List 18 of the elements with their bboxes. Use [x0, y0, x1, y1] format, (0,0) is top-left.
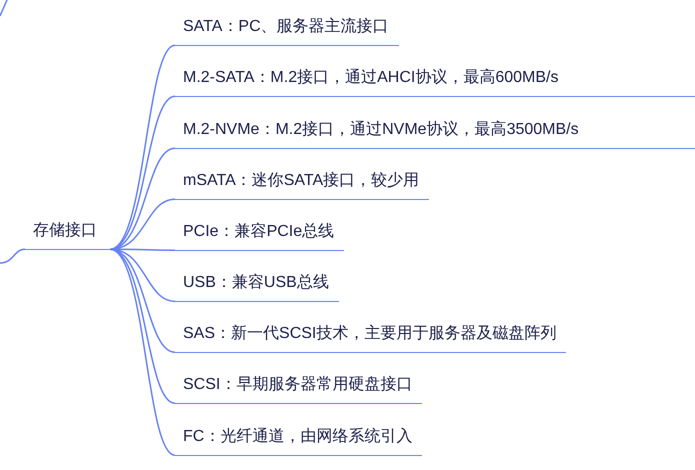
main-topic-label: 存储接口 [33, 220, 97, 240]
connector-line [110, 44, 176, 250]
subtopic-label: SCSI：早期服务器常用硬盘接口 [183, 374, 412, 394]
subtopic-label: mSATA：迷你SATA接口，较少用 [183, 170, 420, 190]
subtopic-label: SATA：PC、服务器主流接口 [183, 16, 389, 36]
connector-line [110, 96, 176, 250]
connector-line [0, 248, 26, 264]
connector-line [110, 148, 176, 250]
subtopic-label: FC：光纤通道，由网络系统引入 [183, 426, 412, 446]
subtopic-label: PCIe：兼容PCIe总线 [183, 222, 334, 242]
subtopic-label: USB：兼容USB总线 [183, 272, 329, 292]
connector-line [110, 248, 176, 404]
subtopic-label: SAS：新一代SCSI技术，主要用于服务器及磁盘阵列 [183, 324, 556, 344]
connector-line [110, 248, 176, 456]
connector-line [110, 248, 176, 353]
subtopic-label: M.2-NVMe：M.2接口，通过NVMe协议，最高3500MB/s [183, 120, 579, 140]
subtopic-label: M.2-SATA：M.2接口，通过AHCI协议，最高600MB/s [183, 68, 558, 88]
connector-line [110, 248, 176, 302]
